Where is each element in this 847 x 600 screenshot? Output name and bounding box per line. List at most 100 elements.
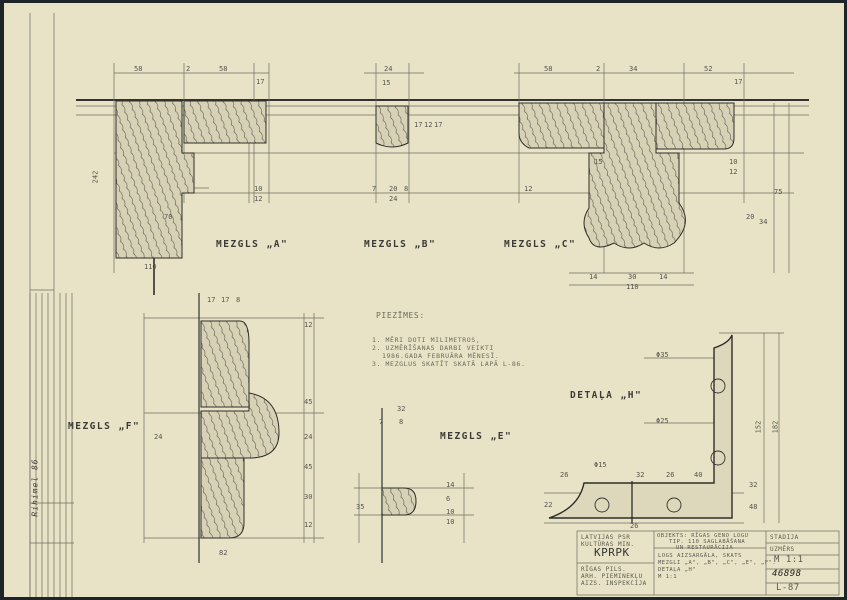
dim-b: 7	[372, 185, 377, 193]
profile-node-c-post	[583, 102, 686, 249]
paper: MEZGLS „A" MEZGLS „B" MEZGLS „C" MEZGLS …	[4, 3, 844, 597]
dim-h: Φ35	[656, 351, 669, 359]
detail-h-holes	[594, 378, 726, 513]
dim-e: 10	[446, 508, 455, 516]
tb-number: 46898	[772, 569, 802, 579]
dim-e: 6	[446, 495, 451, 503]
label-detail-h: DETAĻA „H"	[570, 390, 643, 401]
tb-dept: RĪGAS PILS.	[581, 566, 627, 573]
technical-drawing	[29, 13, 840, 597]
dim-a: 2	[186, 65, 191, 73]
profile-node-c-right	[653, 102, 735, 150]
dim-c: 58	[544, 65, 553, 73]
margin-signature: Rihimel 86	[30, 458, 40, 517]
dim-a: 242	[91, 170, 100, 184]
dim-c: 2	[596, 65, 601, 73]
dim-f: 8	[236, 296, 241, 304]
dim-b: 8	[404, 185, 409, 193]
dim-c: 17	[734, 78, 743, 86]
dim-h: Φ25	[656, 417, 669, 425]
dim-e: 32	[397, 405, 406, 413]
dim-c: 10	[729, 158, 738, 166]
dim-b: 20	[389, 185, 398, 193]
dim-a: 110	[144, 263, 157, 271]
dim-e: 8	[399, 418, 404, 426]
dim-c: 12	[729, 168, 738, 176]
dim-h: 182	[771, 420, 780, 434]
dim-c: 14	[659, 273, 668, 281]
dim-c: 34	[629, 65, 638, 73]
tb-object: OBJEKTS: RĪGAS GENO LOGU	[657, 533, 749, 539]
dim-a: 17	[256, 78, 265, 86]
dim-a: 58	[134, 65, 143, 73]
dim-h: 26	[630, 522, 639, 530]
dim-e: 35	[356, 503, 365, 511]
dim-a: 58	[219, 65, 228, 73]
tb-sheet: M 1:1	[658, 574, 678, 580]
dim-c: 15	[594, 158, 603, 166]
dim-h: 26	[666, 471, 675, 479]
dim-f: 24	[304, 433, 313, 441]
dim-c: 110	[626, 283, 639, 291]
dim-e: 14	[446, 481, 455, 489]
dim-a: 10	[254, 185, 263, 193]
tb-sheet: MEZGLI „A", „B", „C", „E", „F".	[658, 560, 777, 566]
profile-node-c-left	[518, 102, 605, 149]
dim-f: 12	[304, 321, 313, 329]
label-node-f: MEZGLS „F"	[68, 421, 141, 432]
dim-f: 17	[207, 296, 216, 304]
dim-h: 32	[636, 471, 645, 479]
note-line: 2. UZMĒRĪŠANAS DARBI VEIKTI	[372, 344, 494, 352]
profile-node-a-stile	[115, 100, 195, 259]
dim-h: 40	[694, 471, 703, 479]
dim-f: 24	[154, 433, 163, 441]
dim-c: 12	[524, 185, 533, 193]
note-line: 3. MEZGLUS SKATĪT SKATĀ LAPĀ L-86.	[372, 360, 526, 368]
tb-object: UN RESTAURĀCIJA	[676, 545, 734, 551]
tb-object: TIP. 110 SAGLABĀŠANA	[669, 539, 746, 545]
dim-h: 26	[560, 471, 569, 479]
note-line: 1. MĒRI DOTI MILIMETROS,	[372, 336, 481, 344]
dim-f: 82	[219, 549, 228, 557]
dim-h: 32	[749, 481, 758, 489]
label-node-e: MEZGLS „E"	[440, 431, 513, 442]
label-node-b: MEZGLS „B"	[364, 239, 437, 250]
tb-org: LATVIJAS PSR	[581, 534, 631, 541]
dim-f: 30	[304, 493, 313, 501]
tb-stage: STADIJA	[770, 534, 799, 541]
dim-h: Φ15	[594, 461, 607, 469]
dim-f: 17	[221, 296, 230, 304]
notes-title: PIEZĪMES:	[376, 311, 425, 320]
dim-c: 52	[704, 65, 713, 73]
dim-b: 24	[389, 195, 398, 203]
label-node-c: MEZGLS „C"	[504, 239, 577, 250]
tb-dept: ARH. PIEMINEKĻU	[581, 573, 643, 580]
dim-h: 22	[544, 501, 553, 509]
dim-h: 152	[754, 420, 763, 434]
profile-node-e	[381, 487, 417, 516]
revision-grid	[29, 293, 74, 597]
dim-c: 75	[774, 188, 783, 196]
dim-b: 12	[424, 121, 433, 129]
dim-b: 24	[384, 65, 393, 73]
tb-scale: M 1:1	[774, 555, 804, 565]
dim-b: 17	[414, 121, 423, 129]
label-node-a: MEZGLS „A"	[216, 239, 289, 250]
dim-e: 7	[379, 418, 384, 426]
dim-c: 20	[746, 213, 755, 221]
dim-a: 12	[254, 195, 263, 203]
dim-c: 14	[589, 273, 598, 281]
profile-node-b	[375, 105, 409, 148]
profile-node-f-top	[200, 320, 250, 408]
dim-f: 45	[304, 398, 313, 406]
tb-sheet-no: L-87	[776, 583, 800, 593]
profile-node-a-rail	[183, 100, 267, 144]
title-block-grid	[576, 530, 840, 596]
dim-c: 30	[628, 273, 637, 281]
tb-sheet: LOGS AIZSARGĀLA, SKATS	[658, 553, 742, 559]
dim-f: 45	[304, 463, 313, 471]
dim-b: 17	[434, 121, 443, 129]
dim-e: 10	[446, 518, 455, 526]
dim-b: 15	[382, 79, 391, 87]
